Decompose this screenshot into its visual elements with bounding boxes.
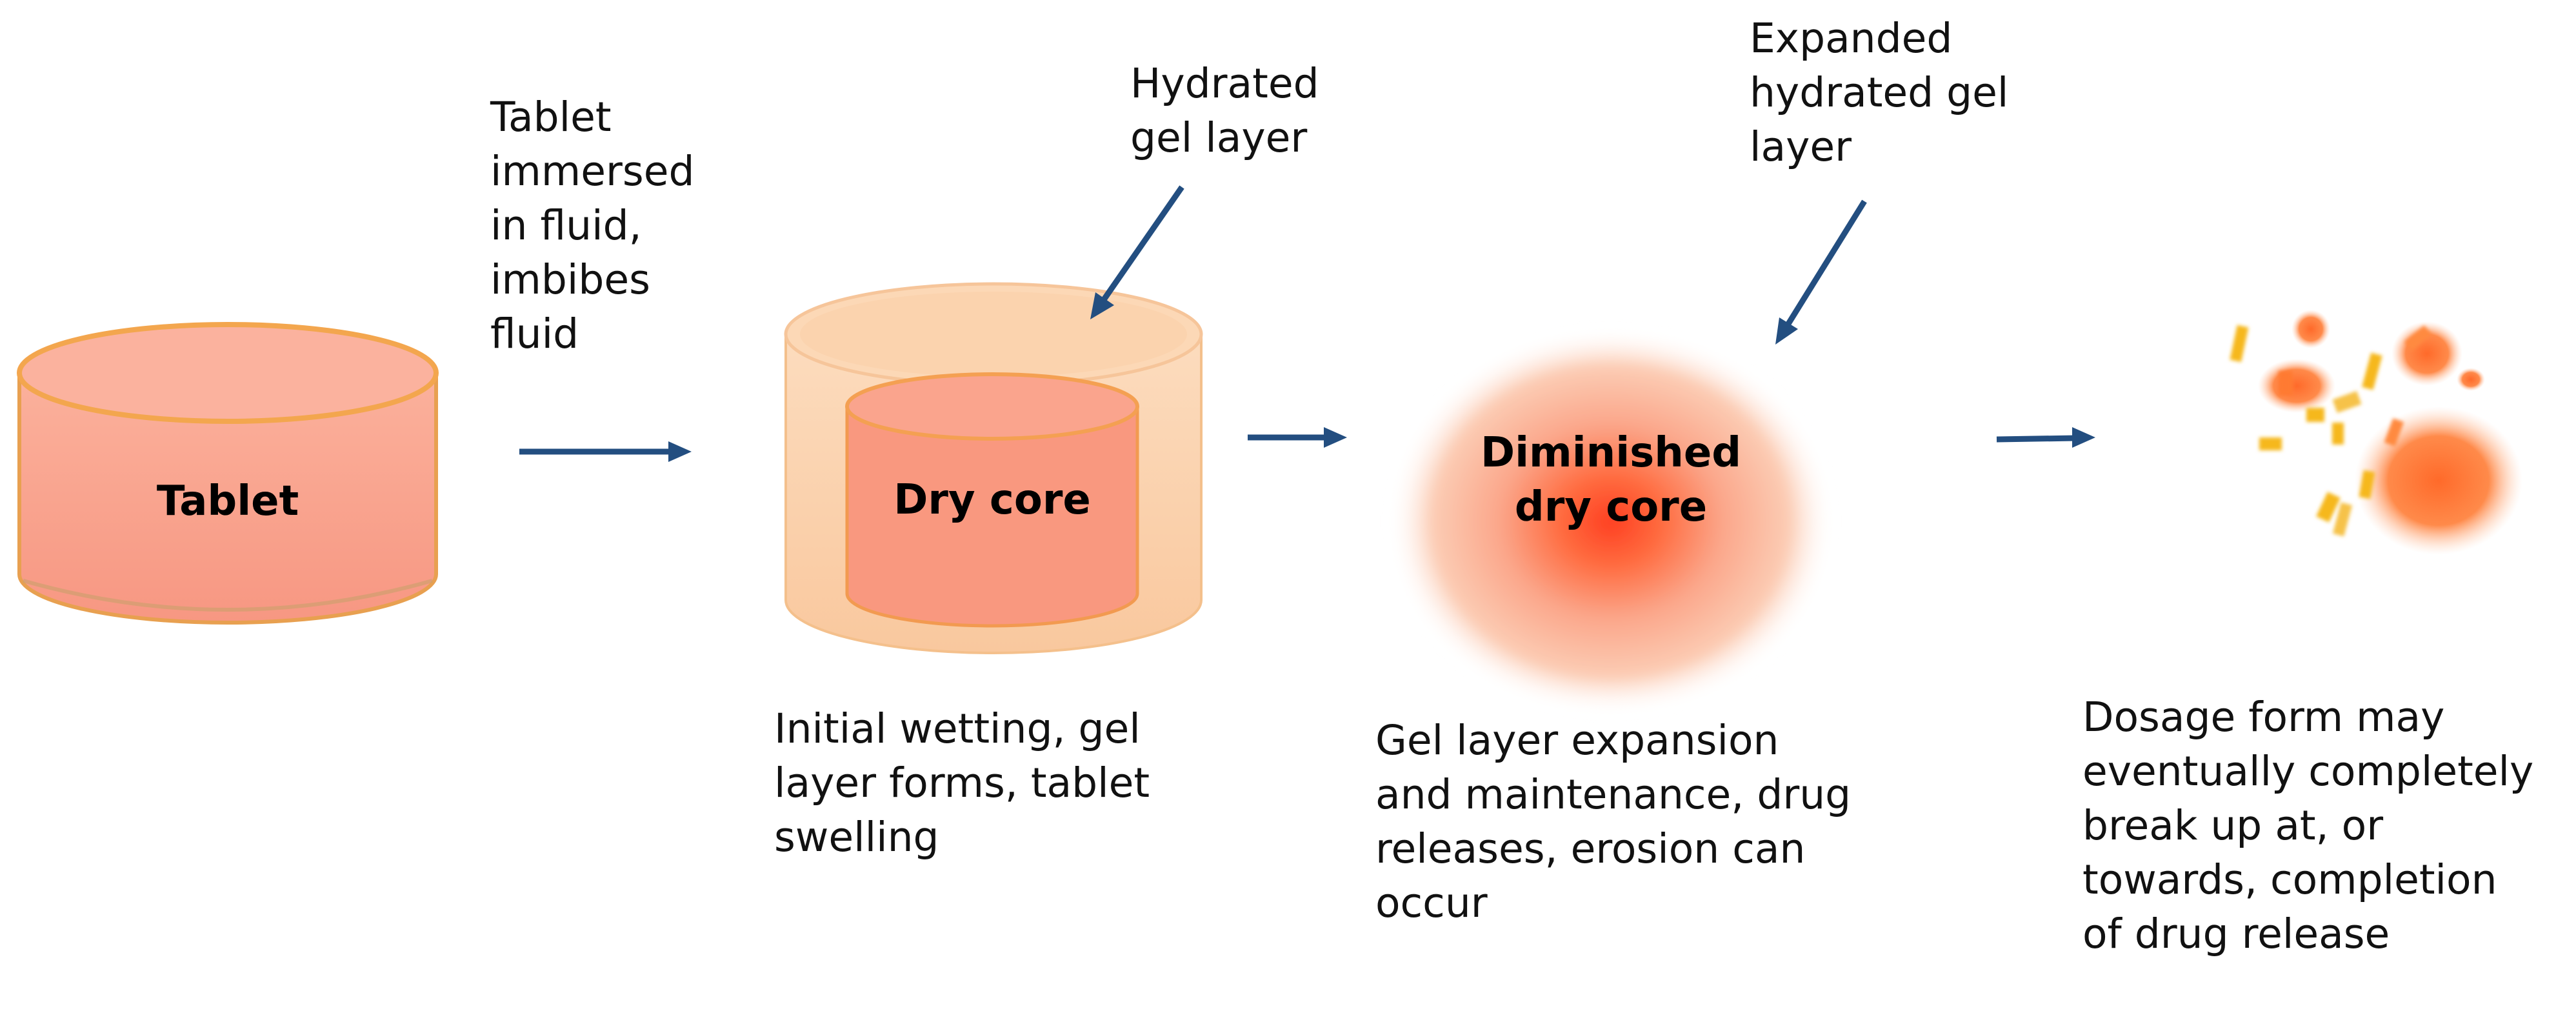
- stage-name-diminished-core: Diminished dry core: [1480, 429, 1742, 531]
- fragment-tiny: [2457, 368, 2485, 391]
- fragment-chips: [2230, 325, 2432, 537]
- stage-name-dry-core: Dry core: [894, 476, 1091, 524]
- fragment-left: [2258, 359, 2335, 413]
- stage-name-tablet: Tablet: [156, 477, 299, 525]
- fragments-group: [2230, 310, 2522, 555]
- tablet-cylinder: [17, 322, 439, 625]
- caption-stage-2: Initial wetting, gel layer forms, tablet…: [774, 705, 1150, 861]
- caption-stage-4: Dosage form may eventually completely br…: [2082, 694, 2534, 957]
- callout-expanded-gel-layer: Expanded hydrated gel layer: [1750, 15, 2009, 170]
- fragment-large: [2355, 406, 2522, 555]
- arrow-1: [519, 441, 692, 462]
- fragment-small: [2291, 310, 2330, 348]
- arrow-2: [1248, 427, 1347, 448]
- callout-arrow-hydrated: [1090, 185, 1184, 319]
- arrow-3: [1996, 427, 2095, 448]
- transition-immersion-text: Tablet immersed in fluid, imbibes fluid: [490, 94, 695, 357]
- dry-core-cylinder: [845, 372, 1139, 628]
- callout-arrow-expanded: [1775, 199, 1867, 345]
- fragment-medium: [2391, 321, 2462, 386]
- diminished-core-glow: [1388, 328, 1833, 715]
- caption-stage-3: Gel layer expansion and maintenance, dru…: [1375, 717, 1852, 927]
- callout-hydrated-gel-layer: Hydrated gel layer: [1130, 60, 1319, 161]
